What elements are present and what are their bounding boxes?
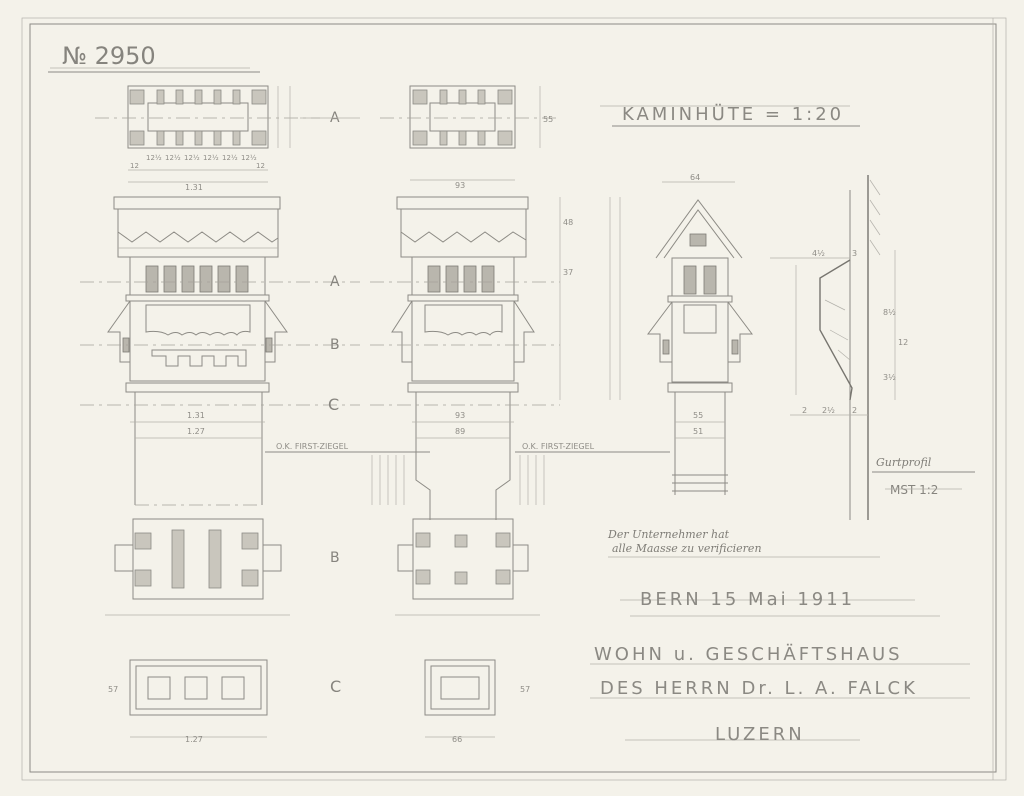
- dim-label: 1.31: [185, 183, 203, 192]
- drawing-title-text: KAMINHÜTE = 1:20: [622, 103, 844, 125]
- plan-c-large-chimney: 1.27 57 C: [108, 659, 341, 744]
- dim-label: 93: [455, 411, 465, 420]
- plan-a-medium-chimney: 93 55: [380, 85, 560, 190]
- dim-label: 2½: [822, 406, 835, 415]
- dim-label: 12: [130, 162, 139, 170]
- drawing-title: KAMINHÜTE = 1:20: [600, 103, 860, 127]
- dim-label: 12½: [222, 154, 238, 162]
- ridge-tile-label: O.K. FIRST-ZIEGEL: [276, 442, 349, 451]
- ridge-tile-annotations: O.K. FIRST-ZIEGEL O.K. FIRST-ZIEGEL: [265, 442, 670, 505]
- section-mark-c: C: [330, 677, 341, 696]
- dim-label: 1.31: [187, 411, 205, 420]
- small-chimney-elevation: 64 55 51: [609, 173, 753, 495]
- dim-label: 66: [452, 735, 462, 744]
- dim-label: 89: [455, 427, 465, 436]
- dim-label: 1.27: [185, 735, 203, 744]
- dim-label: 12½: [203, 154, 219, 162]
- project-city: LUZERN: [715, 724, 805, 745]
- section-mark-b: B: [330, 337, 340, 353]
- dim-label: 57: [108, 685, 118, 694]
- dim-label: 55: [543, 115, 553, 124]
- dim-label: 64: [690, 173, 700, 182]
- sheet-number: № 2950: [48, 42, 260, 73]
- contractor-note-line2: alle Maasse zu verificieren: [612, 542, 762, 555]
- plan-a-large-chimney: 12 12½ 12½ 12½ 12½ 12½ 12½ 12 1.31 A: [95, 85, 360, 192]
- contractor-note-line1: Der Unternehmer hat: [607, 528, 730, 541]
- dim-label: 3: [852, 249, 857, 258]
- dim-label: 8½: [883, 308, 896, 317]
- profile-title: Gurtprofil: [876, 456, 932, 469]
- plan-c-medium-chimney: 66 57: [424, 659, 530, 744]
- sheet-border: [21, 17, 1007, 781]
- project-name-line2: DES HERRN Dr. L. A. FALCK: [600, 678, 918, 699]
- dim-label: 2: [802, 406, 807, 415]
- large-chimney-elevation: 1.31 1.27 A B C: [80, 196, 360, 506]
- medium-chimney-elevation: 93 89 48 37: [370, 196, 573, 520]
- dim-label: 3½: [883, 373, 896, 382]
- place-date: BERN 15 Mai 1911: [640, 589, 855, 610]
- ridge-tile-label: O.K. FIRST-ZIEGEL: [522, 442, 595, 451]
- dim-label: 12½: [165, 154, 181, 162]
- section-mark-b: B: [330, 550, 340, 566]
- dim-label: 93: [455, 181, 465, 190]
- project-name-line1: WOHN u. GESCHÄFTSHAUS: [594, 644, 903, 665]
- dim-label: 4½: [812, 249, 825, 258]
- plan-b-medium-chimney: [395, 518, 540, 616]
- plan-b-large-chimney: B: [105, 518, 340, 616]
- section-mark-c: C: [328, 395, 339, 414]
- belt-profile-detail: 4½ 3 8½ 12 3½ 2 2½ 2 Gurtprofil MST 1:2: [770, 175, 975, 520]
- dim-label: 12: [898, 338, 908, 347]
- sheet-number-text: № 2950: [62, 42, 156, 70]
- section-mark-a: A: [330, 274, 340, 290]
- title-block: Der Unternehmer hat alle Maasse zu verif…: [590, 528, 970, 745]
- dim-label: 2: [852, 406, 857, 415]
- dim-label: 12½: [184, 154, 200, 162]
- dim-label: 12: [256, 162, 265, 170]
- dim-label: 12½: [241, 154, 257, 162]
- dim-label: 37: [563, 268, 573, 277]
- profile-scale: MST 1:2: [890, 483, 938, 497]
- dim-label: 55: [693, 411, 703, 420]
- dim-label: 1.27: [187, 427, 205, 436]
- dim-label: 57: [520, 685, 530, 694]
- dim-label: 51: [693, 427, 703, 436]
- dim-label: 12½: [146, 154, 162, 162]
- dim-label: 48: [563, 218, 573, 227]
